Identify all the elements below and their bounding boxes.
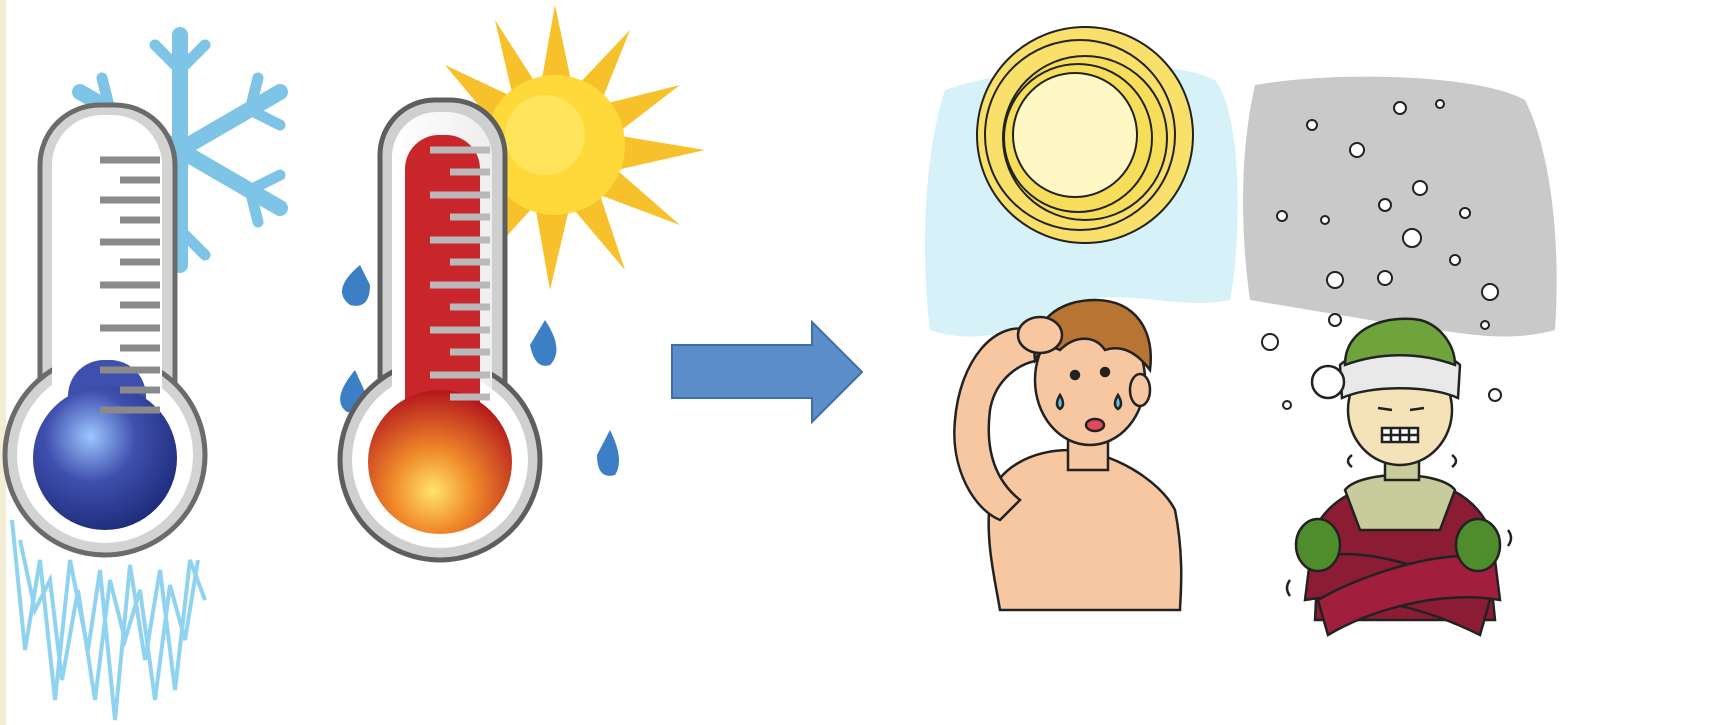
cold-person-illustration <box>1243 76 1557 637</box>
left-edge-strip <box>0 0 6 725</box>
sun-icon <box>410 5 705 290</box>
snow-dots <box>1261 99 1502 410</box>
arrow-right-icon <box>671 319 864 425</box>
cold-thermometer <box>2 27 288 721</box>
snow-cloud <box>1243 76 1557 337</box>
hot-person-illustration <box>925 26 1238 612</box>
sun-rings-icon <box>976 26 1194 244</box>
icicles <box>10 519 207 721</box>
sweat-drops <box>340 265 619 476</box>
hot-thermometer <box>337 5 705 563</box>
